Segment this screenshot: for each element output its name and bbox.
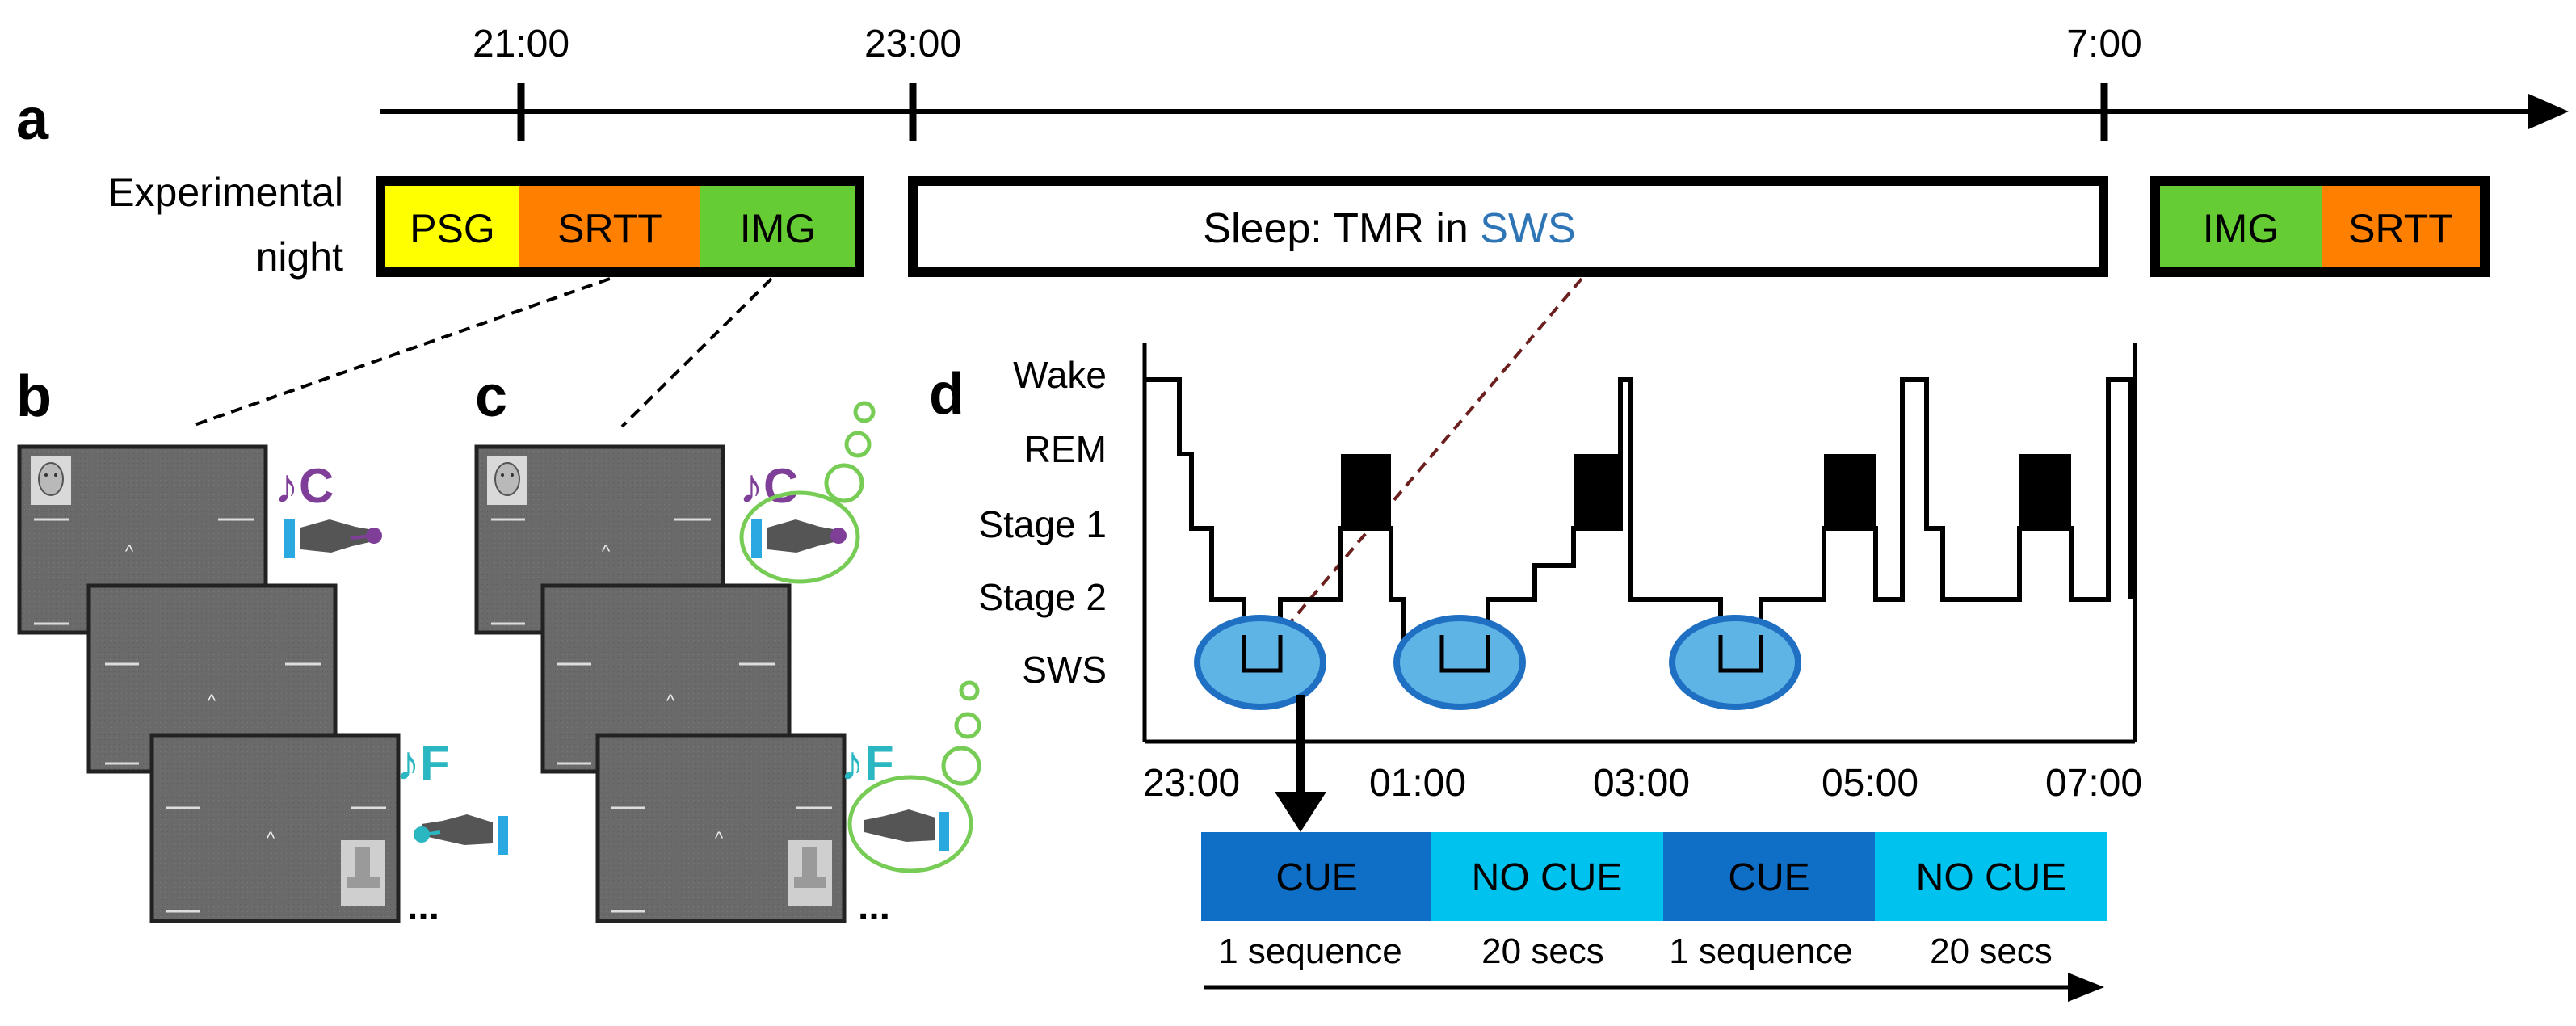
x-tick-label: 23:00 [1143, 762, 1240, 805]
stage-label-stage2: Stage 2 [978, 576, 1107, 618]
sleep-block-prefix: Sleep: TMR in [1203, 205, 1480, 252]
srtt-screen: ^ [149, 733, 401, 923]
screen-caret: ^ [125, 541, 134, 561]
cue-time-arrowhead [2068, 973, 2104, 1002]
x-tick-label: 03:00 [1593, 762, 1690, 805]
connector-sleep-to-d [1279, 277, 1583, 636]
cue-block-label: CUE [1275, 856, 1357, 899]
post-sleep-blocks: IMG SRTT [2150, 176, 2490, 277]
panel-letter-a: a [16, 87, 49, 152]
srtt-block [519, 186, 700, 267]
connector-srtt-to-b [189, 277, 611, 428]
pre-sleep-blocks: PSG SRTT IMG [376, 176, 864, 277]
timeline-tick-label: 23:00 [864, 23, 961, 65]
screen-caret: ^ [602, 541, 611, 561]
screen-caret: ^ [267, 828, 275, 848]
no-cue-block-label: NO CUE [1916, 856, 2067, 899]
stage-label-stage1: Stage 1 [978, 503, 1107, 545]
continuation-ellipsis: ... [407, 885, 439, 928]
stage-label-sws: SWS [1022, 649, 1107, 691]
rem-block [1341, 454, 1391, 528]
imagined-press-left-icon [751, 519, 847, 558]
hypnogram-x-ticks: 23:00 01:00 03:00 05:00 07:00 [1143, 762, 2142, 805]
screen-caret: ^ [715, 828, 724, 848]
tap-image [788, 840, 832, 906]
timeline-arrowhead [2528, 94, 2569, 129]
face-image [487, 456, 527, 505]
tap-image [341, 840, 385, 906]
cue-bar: CUE NO CUE CUE NO CUE 1 sequence 20 secs… [1201, 832, 2107, 1002]
post-img-block-label: IMG [2203, 206, 2279, 251]
rem-block [2019, 454, 2071, 528]
sleep-block: Sleep: TMR in SWS [908, 176, 2108, 277]
cue-duration-label: 1 sequence [1218, 931, 1402, 971]
experimental-night-label-line1: Experimental [107, 170, 343, 215]
psg-block-label: PSG [410, 206, 495, 251]
cue-block [1663, 832, 1875, 921]
post-srtt-block [2322, 186, 2480, 267]
timeline-tick-label: 7:00 [2066, 23, 2141, 65]
sws-cue-marker [1194, 615, 1326, 710]
imagery-screen: ^ [595, 733, 847, 923]
no-cue-duration-label: 20 secs [1481, 931, 1604, 971]
no-cue-block [1875, 832, 2107, 921]
screen-caret: ^ [666, 691, 675, 711]
experimental-night-label-line2: night [256, 234, 344, 280]
cue-zoom-arrow [1275, 695, 1326, 832]
hypnogram-axes [1142, 343, 2137, 744]
cue-block [1201, 832, 1431, 921]
finger-dot-teal [414, 826, 430, 843]
panel-c-screens: ^ ^ ^ [474, 444, 847, 923]
no-cue-block-label: NO CUE [1472, 856, 1623, 899]
sound-cue-c: ♪C [275, 459, 334, 513]
timeline-tick-label: 21:00 [473, 23, 569, 65]
thought-bubble-2 [847, 680, 981, 873]
connector-img-to-c [620, 277, 773, 428]
panel-letter-d: d [929, 362, 964, 427]
no-cue-block [1431, 832, 1663, 921]
x-tick-label: 01:00 [1369, 762, 1466, 805]
post-srtt-block-label: SRTT [2348, 206, 2453, 251]
thought-bubble-1 [739, 401, 876, 584]
timeline-axis: 21:00 23:00 7:00 [380, 23, 2569, 141]
sws-cue-marker [1669, 615, 1801, 710]
face-image [31, 456, 71, 505]
img-block [700, 186, 855, 267]
hand-press-left-icon [284, 519, 382, 558]
sws-cue-marker [1393, 615, 1526, 710]
no-cue-duration-label: 20 secs [1930, 931, 2053, 971]
rem-block [1574, 454, 1620, 528]
psg-block [385, 186, 519, 267]
srtt-block-label: SRTT [557, 206, 662, 251]
hypnogram-stage-labels: Wake REM Stage 1 Stage 2 SWS [978, 354, 1107, 691]
finger-dot-purple [830, 528, 847, 544]
sws-markers [1194, 615, 1801, 710]
hand-press-right-icon [414, 814, 508, 855]
rem-block [1824, 454, 1876, 528]
imagined-press-right-icon [864, 809, 949, 851]
panel-b-screens: ^ ^ ^ [17, 444, 401, 923]
cue-block-label: CUE [1728, 856, 1809, 899]
continuation-ellipsis: ... [858, 885, 890, 928]
post-img-block [2160, 186, 2322, 267]
cue-duration-label: 1 sequence [1669, 931, 1853, 971]
img-block-label: IMG [740, 206, 816, 251]
sound-cue-f: ♪F [396, 736, 450, 790]
dashed-connectors [189, 277, 1583, 636]
stage-label-wake: Wake [1013, 354, 1107, 396]
screen-caret: ^ [208, 691, 216, 711]
sound-cue-c: ♪C [739, 459, 798, 513]
x-tick-label: 05:00 [1822, 762, 1918, 805]
finger-dot-purple [366, 528, 382, 544]
panel-letter-b: b [16, 364, 52, 429]
sleep-block-sws-highlight: SWS [1480, 205, 1575, 252]
panel-letter-c: c [475, 364, 507, 429]
stage-label-rem: REM [1024, 428, 1107, 470]
rem-blocks [1341, 454, 2071, 528]
x-tick-label: 07:00 [2045, 762, 2142, 805]
sleep-block-label: Sleep: TMR in SWS [1203, 205, 1575, 252]
